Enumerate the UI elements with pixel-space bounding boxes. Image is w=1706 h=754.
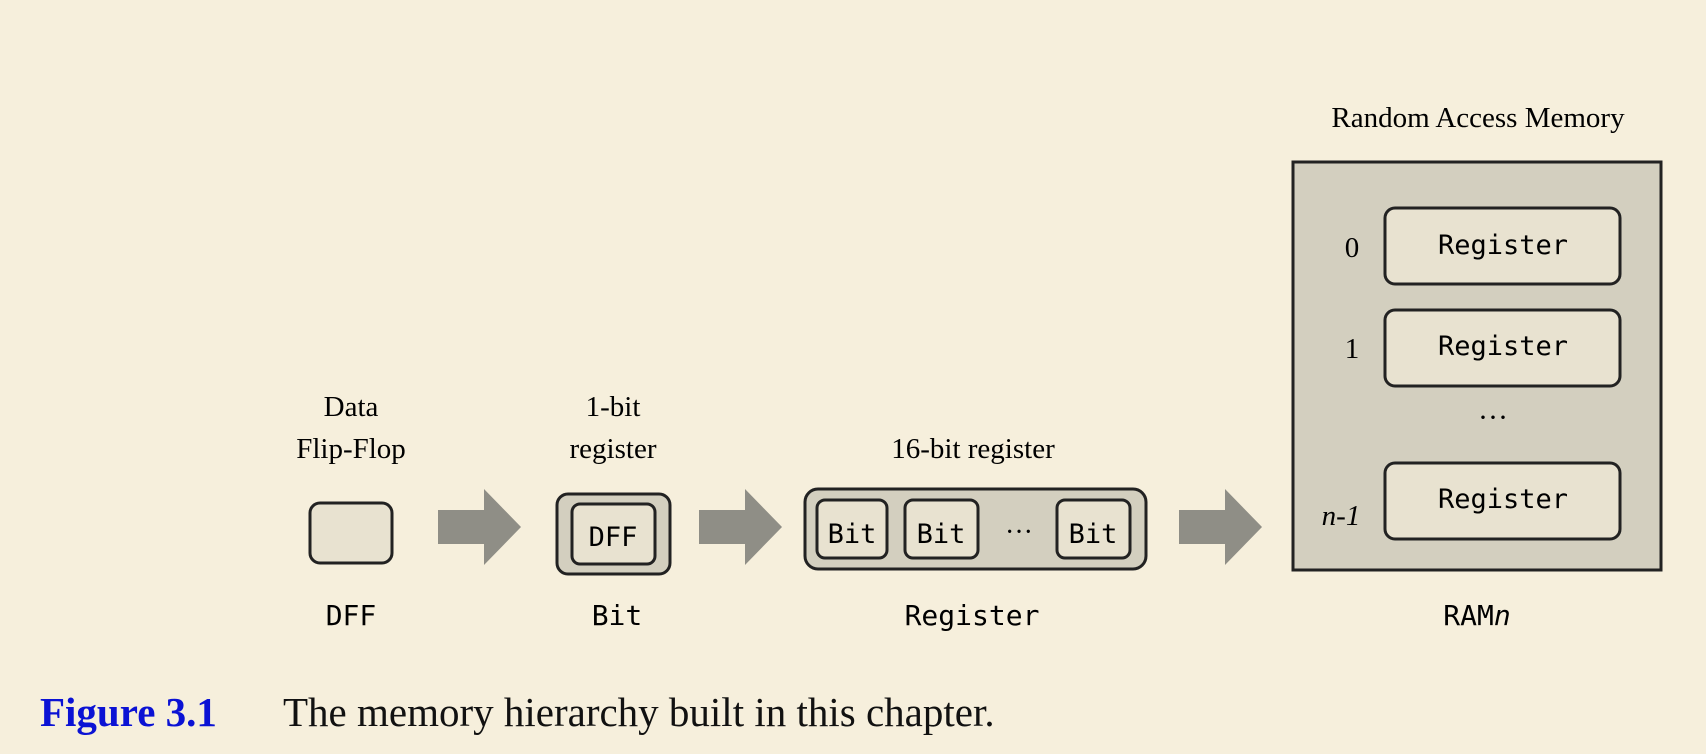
ram-name-prefix: RAM: [1443, 599, 1494, 632]
ram-register-label: Register: [1438, 331, 1568, 362]
register-title: 16-bit register: [891, 433, 1055, 465]
register-bit-label: Bit: [917, 519, 966, 550]
register-name: Register: [905, 599, 1040, 632]
bit-title-line2: register: [570, 433, 657, 465]
ram-register-label: Register: [1438, 484, 1568, 515]
register-bit-cell: [1055, 498, 1132, 560]
dff-box: [308, 501, 394, 565]
bit-name: Bit: [592, 599, 643, 632]
ram-register-box: [1383, 308, 1622, 388]
ram-address-0: 0: [1345, 232, 1360, 264]
ram-register-box: [1383, 461, 1622, 541]
register-stage: 16-bit register Bit Bit ··· Bit Register: [803, 433, 1148, 632]
bit-inner-dff-box: [570, 502, 657, 566]
ram-stage: Random Access Memory 0 Register 1 Regist…: [1291, 102, 1663, 632]
register-bit-label: Bit: [828, 519, 877, 550]
caption-number: Figure 3.1: [40, 689, 217, 735]
register-bit-label: Bit: [1069, 519, 1118, 550]
register-bit-cell: [903, 498, 980, 560]
bit-stage: 1-bit register DFF Bit: [555, 391, 672, 632]
ram-name: RAMn: [1443, 599, 1510, 632]
dff-title-line1: Data: [324, 391, 379, 423]
arrow-icon: [699, 489, 782, 565]
caption-text: The memory hierarchy built in this chapt…: [283, 689, 995, 735]
ram-name-suffix: n: [1494, 599, 1511, 632]
register-ellipsis: ···: [1005, 517, 1033, 548]
dff-name: DFF: [326, 599, 377, 632]
ram-ellipsis: ···: [1478, 401, 1508, 434]
ram-title: Random Access Memory: [1331, 102, 1625, 134]
arrow-icon: [438, 489, 521, 565]
ram-register-box: [1383, 206, 1622, 286]
register-bit-cell: [815, 498, 889, 560]
dff-stage: Data Flip-Flop DFF: [296, 391, 406, 632]
arrow-icon: [1179, 489, 1262, 565]
memory-hierarchy-diagram: Data Flip-Flop DFF 1-bit register DFF Bi…: [296, 102, 1663, 632]
ram-register-label: Register: [1438, 230, 1568, 261]
dff-title-line2: Flip-Flop: [296, 433, 406, 465]
ram-address-n-minus-1: n-1: [1322, 500, 1361, 532]
ram-address-1: 1: [1345, 333, 1360, 365]
figure-caption: Figure 3.1 The memory hierarchy built in …: [40, 682, 995, 742]
bit-title-line1: 1-bit: [586, 391, 641, 423]
bit-inner-dff-label: DFF: [589, 522, 638, 553]
